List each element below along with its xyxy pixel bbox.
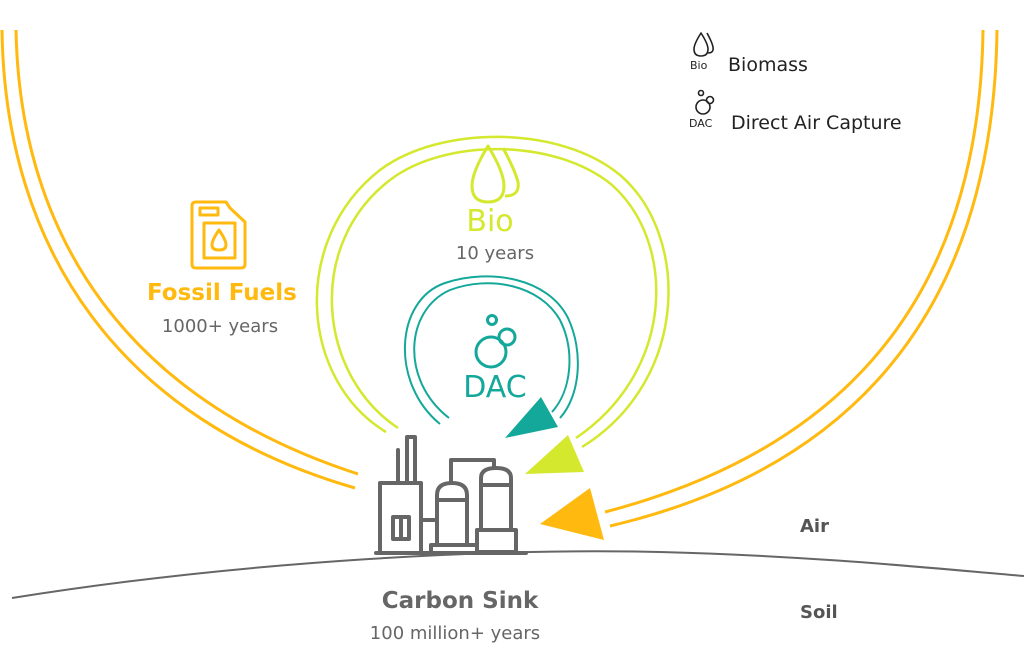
carbon-sink-title: Carbon Sink bbox=[381, 588, 539, 614]
soil-layer-label: Soil bbox=[800, 602, 838, 623]
bio-droplets-icon bbox=[470, 144, 520, 204]
bio-duration: 10 years bbox=[455, 243, 535, 264]
carbon-sink-duration: 100 million+ years bbox=[369, 623, 541, 644]
legend-dac-label: Direct Air Capture bbox=[731, 112, 902, 134]
air-layer-label: Air bbox=[800, 516, 829, 537]
factory-icon bbox=[374, 435, 528, 555]
dac-bubbles-icon bbox=[474, 314, 517, 369]
legend-bio-icon bbox=[693, 32, 714, 57]
dac-arrowhead bbox=[505, 397, 558, 438]
legend-dac-icon bbox=[695, 89, 715, 115]
dac-title: DAC bbox=[463, 370, 527, 405]
fossil-fuels-duration: 1000+ years bbox=[161, 316, 279, 337]
ground-line bbox=[11, 550, 1024, 599]
fossil-cycle-arc bbox=[0, 29, 999, 528]
legend-bio-tag: Bio bbox=[690, 59, 708, 72]
bio-title: Bio bbox=[466, 204, 514, 239]
bio-arrowhead bbox=[525, 435, 584, 474]
fossil-arrowhead bbox=[540, 488, 604, 540]
legend-dac-tag: DAC bbox=[689, 117, 713, 130]
dac-cycle-arc bbox=[403, 275, 579, 425]
bio-cycle-arc bbox=[315, 135, 670, 449]
fuel-canister-icon bbox=[190, 200, 247, 270]
fossil-fuels-title: Fossil Fuels bbox=[147, 280, 297, 306]
legend-biomass-label: Biomass bbox=[728, 54, 808, 76]
